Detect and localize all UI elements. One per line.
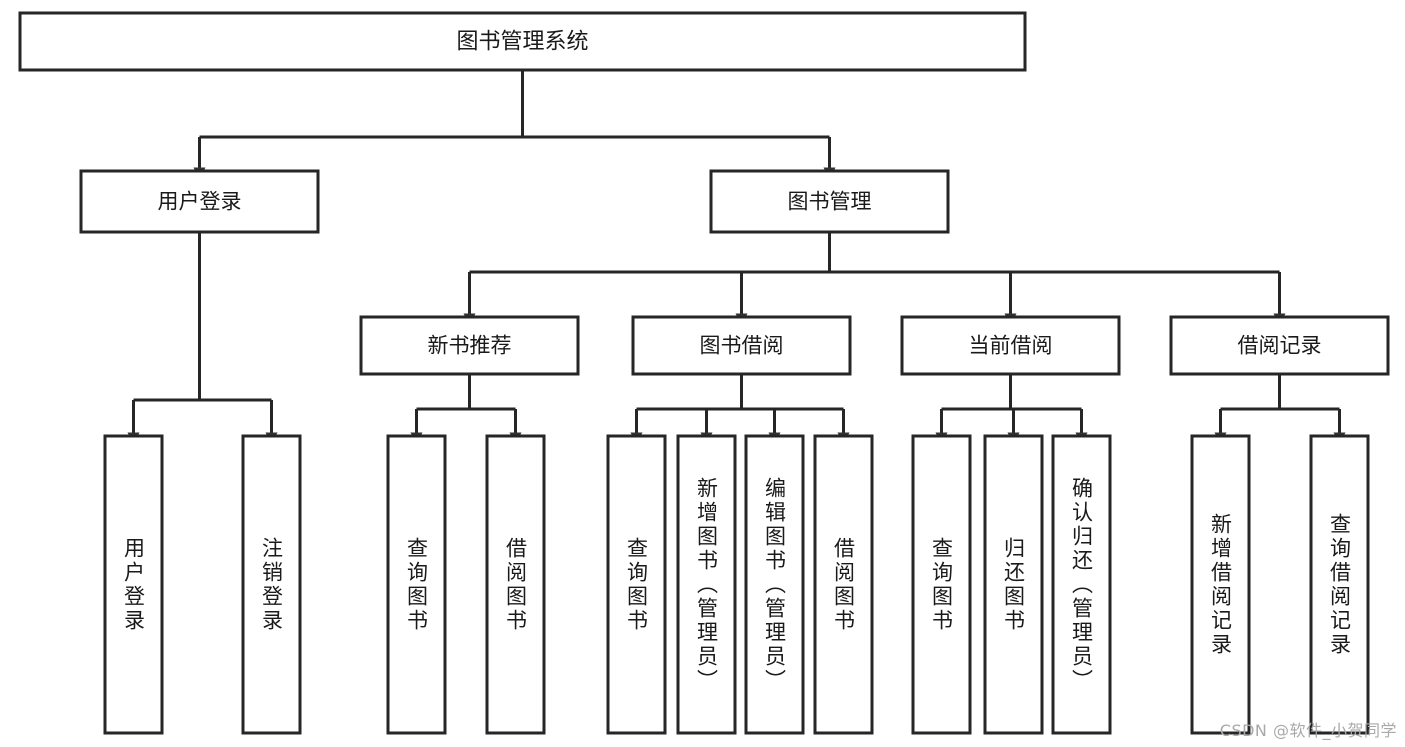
node-label-borrow-record: 借阅记录: [1238, 334, 1322, 358]
node-box-user-login[interactable]: [79, 169, 320, 234]
node-box-leaf-borrow-book-1[interactable]: [485, 434, 546, 735]
node-box-leaf-query-book-1[interactable]: [386, 434, 447, 735]
node-box-book-manage[interactable]: [709, 169, 950, 234]
node-box-root[interactable]: [18, 11, 1027, 72]
node-box-leaf-logout[interactable]: [241, 434, 302, 735]
node-label-user-login: 用户登录: [158, 190, 242, 214]
node-box-current-borrow[interactable]: [900, 315, 1121, 376]
node-label-book-manage: 图书管理: [788, 190, 872, 214]
node-label-book-borrow: 图书借阅: [700, 334, 784, 358]
node-box-leaf-borrow-book-2[interactable]: [813, 434, 874, 735]
watermark-text: CSDN @软件_小贺同学: [1219, 721, 1397, 740]
node-label-new-book-recommend: 新书推荐: [428, 334, 512, 358]
node-box-leaf-add-book-admin[interactable]: [676, 434, 737, 735]
connector-lines: [127, 70, 1346, 445]
node-box-leaf-confirm-return[interactable]: [1051, 434, 1112, 735]
node-box-leaf-edit-book-admin[interactable]: [744, 434, 805, 735]
node-box-borrow-record[interactable]: [1169, 315, 1390, 376]
node-box-leaf-user-login[interactable]: [103, 434, 164, 735]
node-box-leaf-query-borrow-record[interactable]: [1309, 434, 1370, 735]
node-label-current-borrow: 当前借阅: [969, 334, 1053, 358]
node-box-leaf-return-book[interactable]: [983, 434, 1044, 735]
node-box-book-borrow[interactable]: [631, 315, 852, 376]
node-boxes: [18, 11, 1390, 735]
node-box-leaf-query-book-3[interactable]: [911, 434, 972, 735]
node-box-new-book-recommend[interactable]: [359, 315, 580, 376]
node-box-leaf-add-borrow-record[interactable]: [1190, 434, 1251, 735]
node-box-leaf-query-book-2[interactable]: [606, 434, 667, 735]
node-label-root: 图书管理系统: [456, 30, 588, 55]
